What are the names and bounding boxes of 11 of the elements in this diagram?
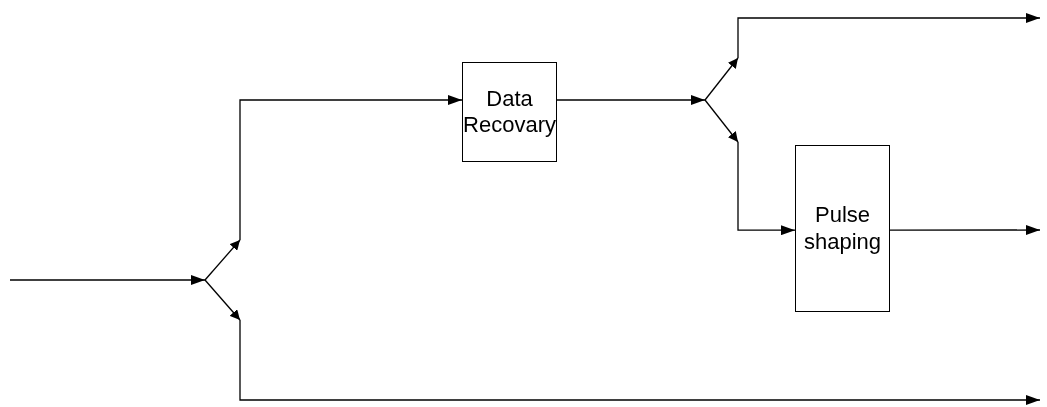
arrow [239, 95, 463, 241]
arrow [9, 275, 206, 285]
arrow [556, 95, 706, 105]
arrow [737, 13, 1041, 59]
box-label: Pulse shaping [802, 202, 883, 255]
process-box [462, 62, 557, 162]
box-label: Data Recovary [462, 85, 557, 139]
arrow [889, 225, 1041, 235]
arrow [239, 319, 1041, 405]
process-box [795, 145, 890, 312]
arrow [737, 141, 796, 236]
